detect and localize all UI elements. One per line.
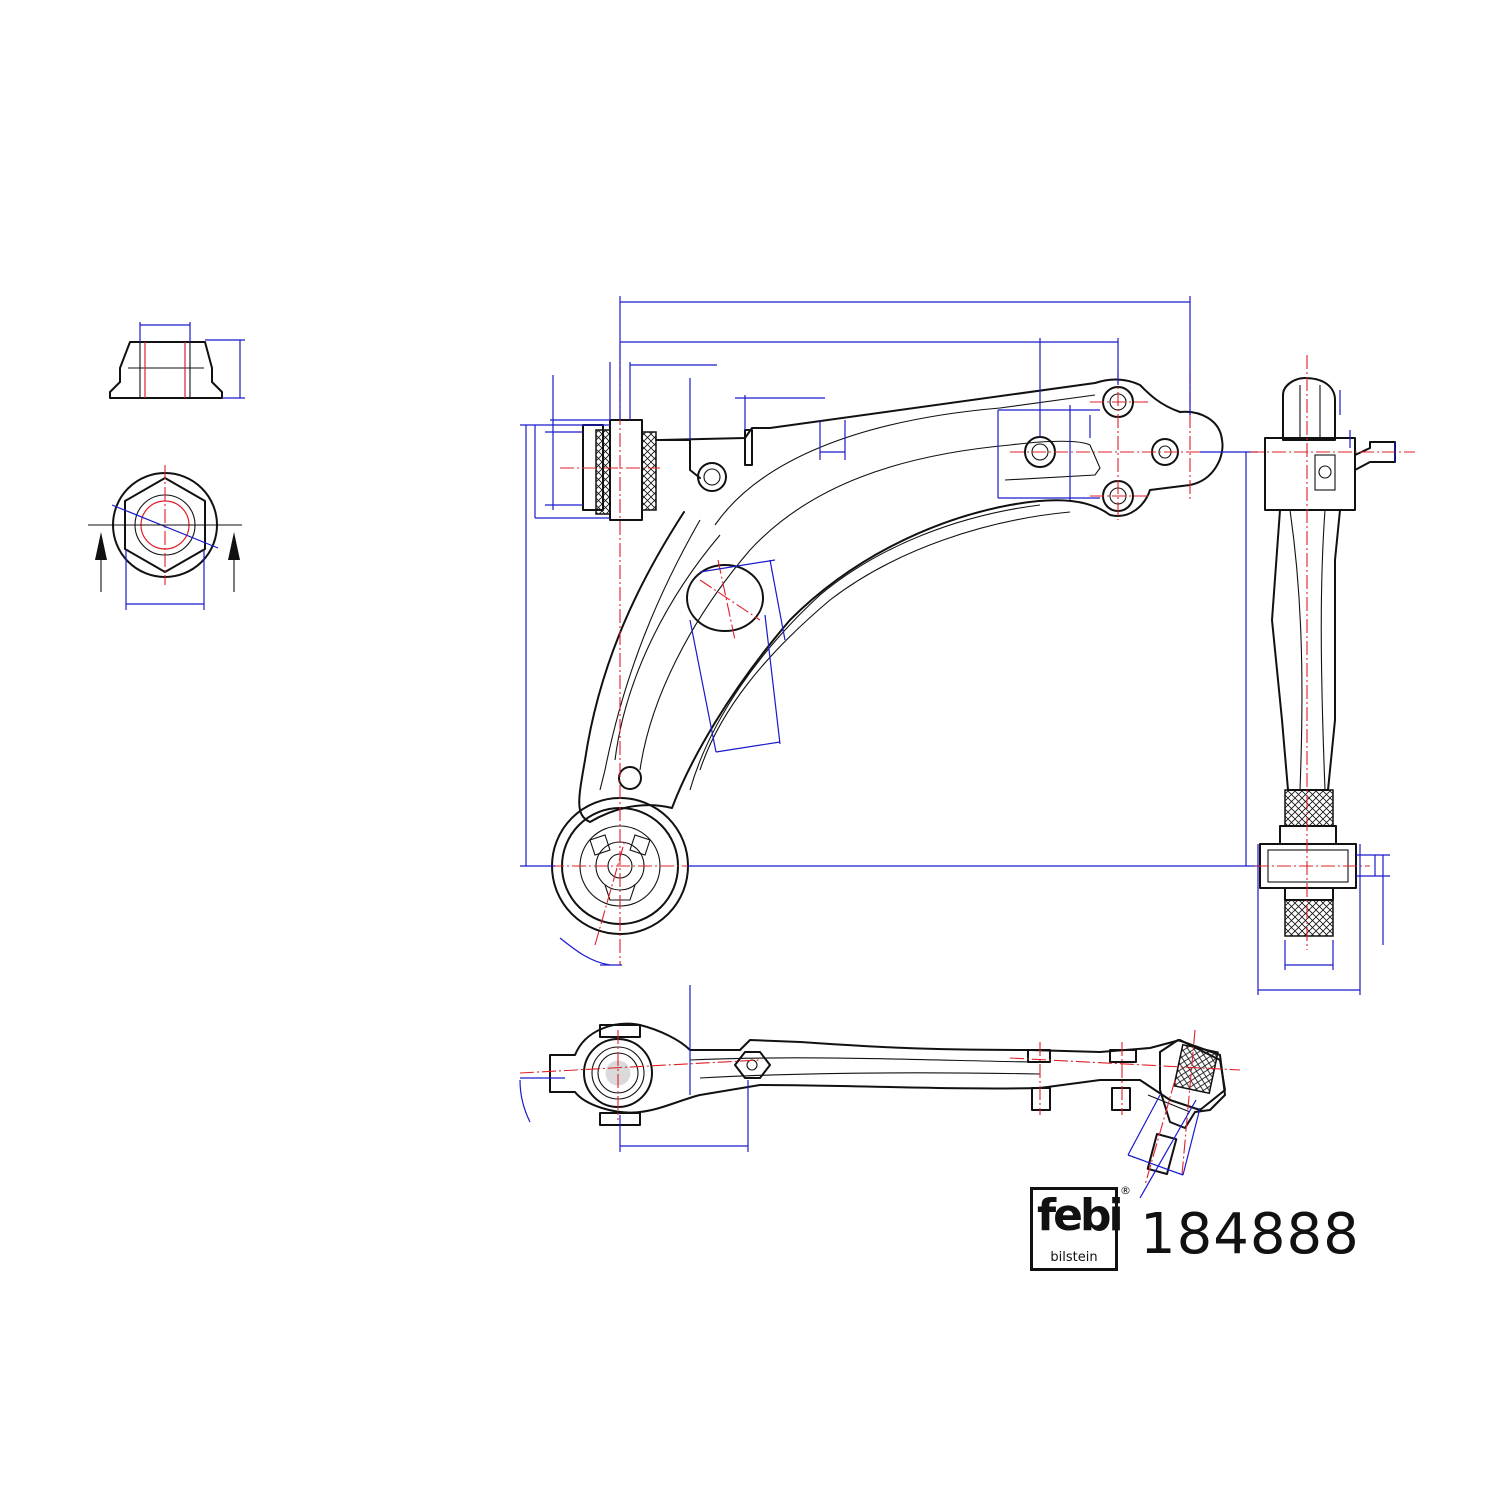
febi-bilstein-logo: febi bilstein — [1030, 1187, 1124, 1271]
control-arm-top-view — [520, 296, 1258, 966]
control-arm-front-view — [519, 985, 1241, 1199]
logo-word: febi — [1037, 1190, 1124, 1241]
part-number: 184888 — [1140, 1202, 1360, 1267]
control-arm-side-view — [1250, 355, 1415, 995]
logo-subtitle: bilstein — [1050, 1250, 1098, 1265]
nut-side-view — [109, 322, 245, 399]
registered-mark: ® — [1120, 1184, 1131, 1197]
nut-top-view — [88, 465, 242, 610]
